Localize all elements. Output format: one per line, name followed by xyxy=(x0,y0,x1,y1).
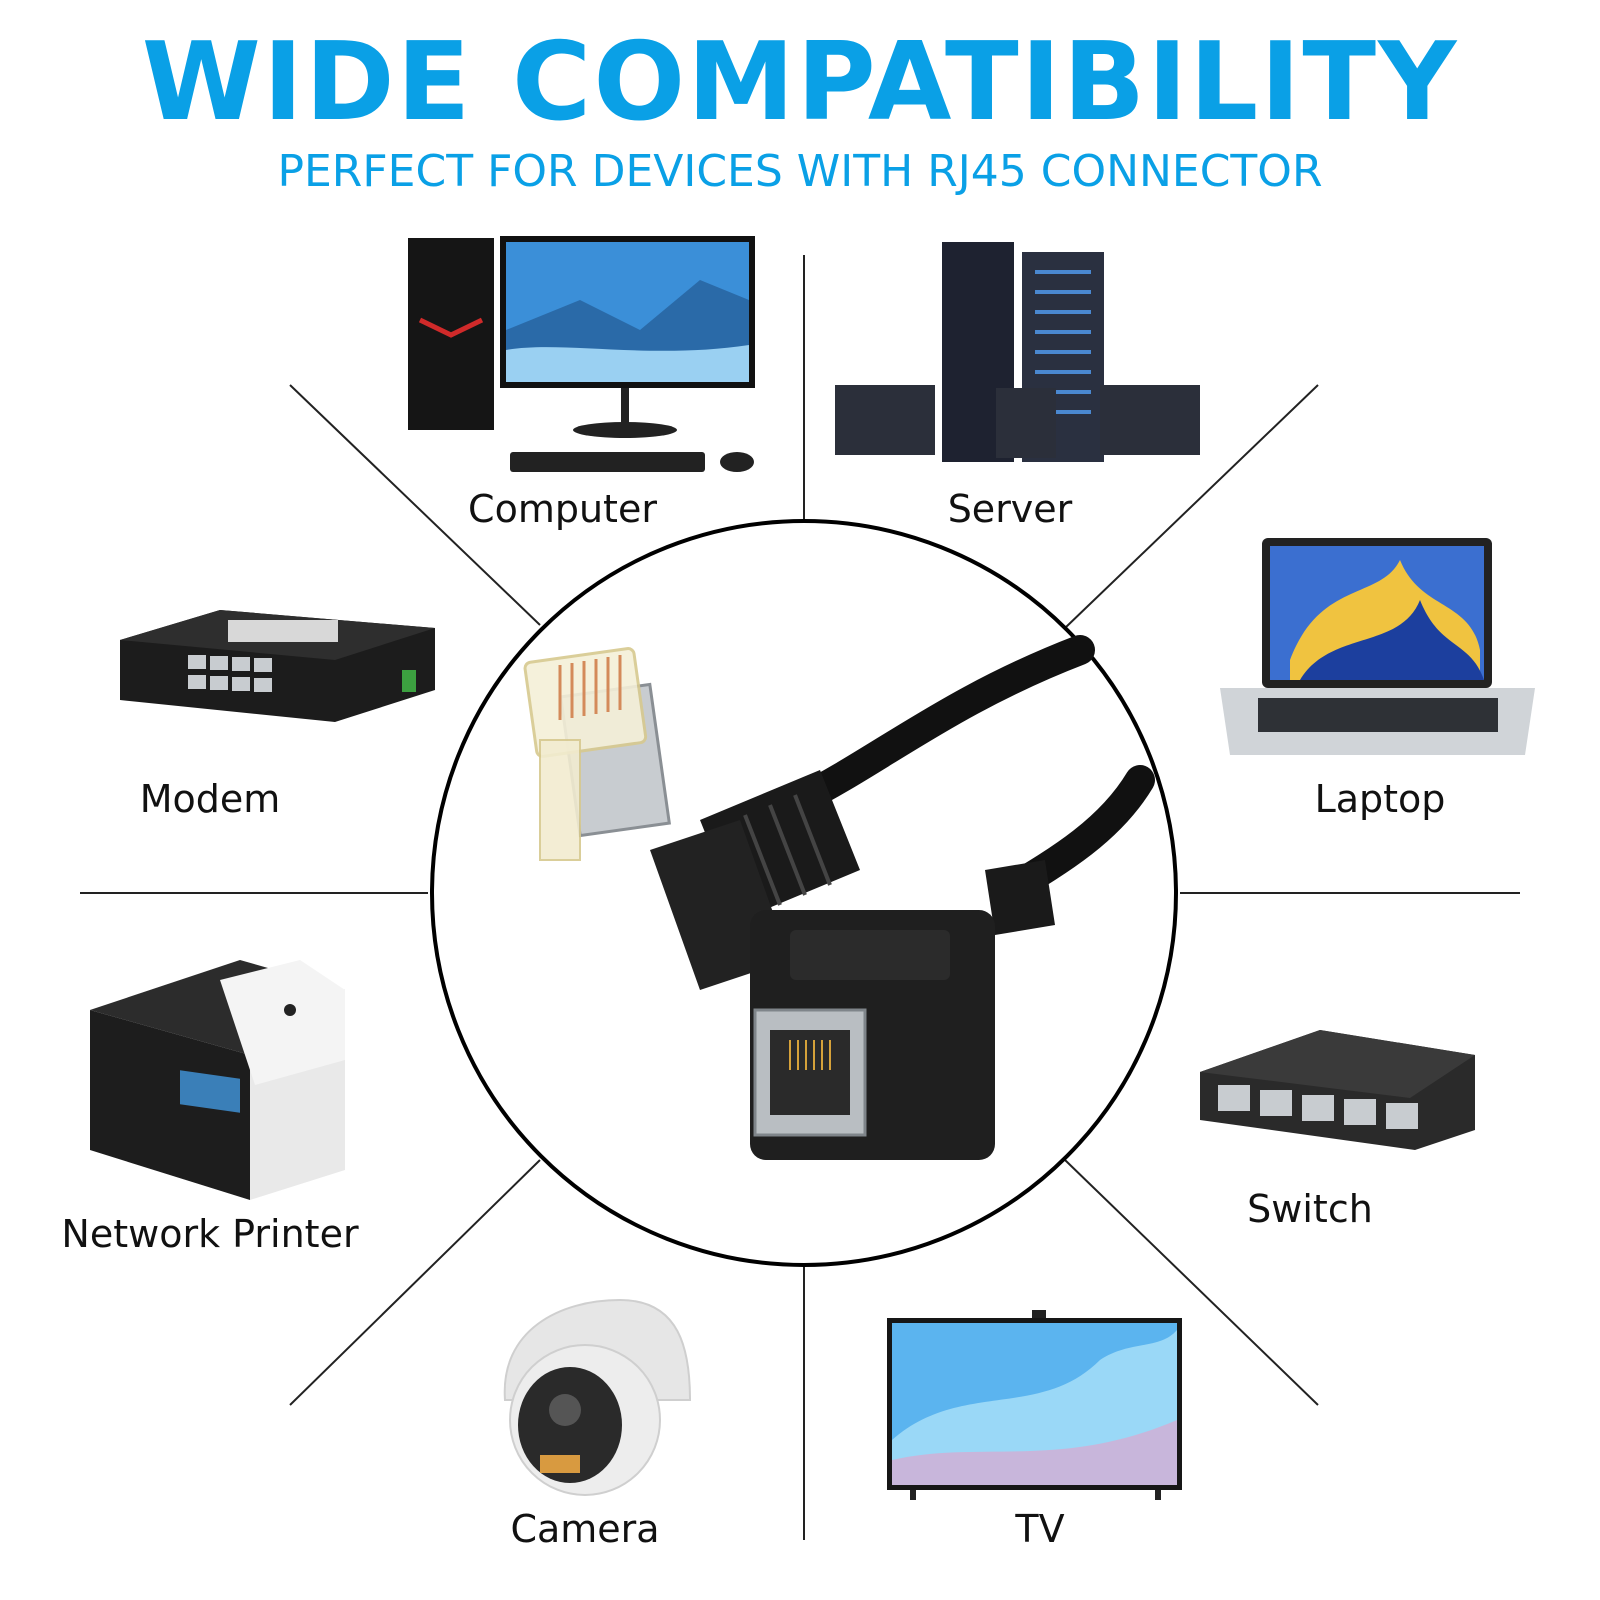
device-label-tv: TV xyxy=(1015,1507,1065,1551)
page-title: WIDE COMPATIBILITY xyxy=(141,20,1459,145)
device-label-camera: Camera xyxy=(510,1507,660,1551)
spoke-bottom-left xyxy=(289,1159,541,1406)
page-subtitle: PERFECT FOR DEVICES WITH RJ45 CONNECTOR xyxy=(277,146,1323,197)
device-label-switch: Switch xyxy=(1247,1187,1373,1231)
device-label-computer: Computer xyxy=(468,487,657,531)
device-label-printer: Network Printer xyxy=(61,1212,359,1256)
spoke-bottom-right xyxy=(1064,1159,1319,1406)
spoke-top-right xyxy=(1064,384,1319,629)
spoke-top-left xyxy=(289,384,541,626)
device-label-laptop: Laptop xyxy=(1314,777,1446,821)
device-label-modem: Modem xyxy=(139,777,281,821)
device-label-server: Server xyxy=(947,487,1073,531)
